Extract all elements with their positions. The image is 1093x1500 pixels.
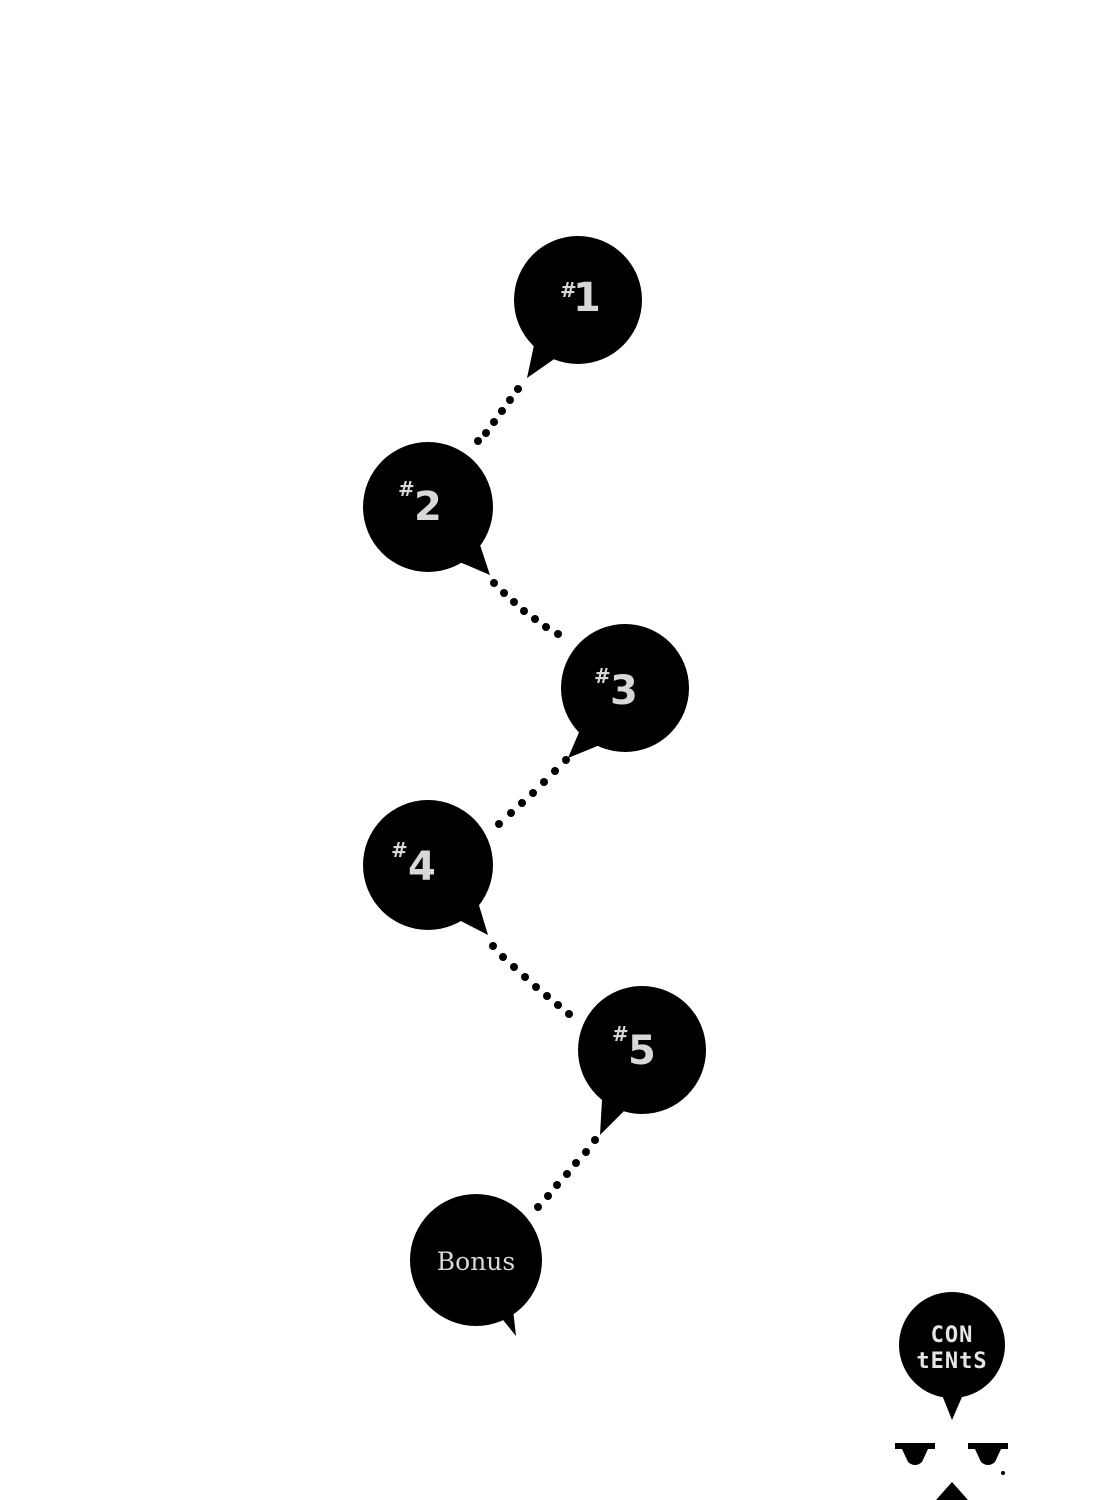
chapter-3-number: 3 [610, 668, 638, 714]
chapter-1-hash: # [560, 278, 577, 302]
contents-line2: tENtS [916, 1349, 987, 1374]
contents-line1: CON [931, 1323, 974, 1348]
chapter-5-number: 5 [628, 1028, 656, 1074]
chapter-bubble-2[interactable]: # 2 [363, 442, 493, 575]
chapter-2-number: 2 [414, 484, 442, 530]
chapter-bubble-4[interactable]: # 4 [363, 800, 493, 935]
connector-dots [474, 385, 599, 1211]
chapter-bubble-1[interactable]: # 1 [514, 236, 642, 378]
chapter-5-hash: # [612, 1022, 629, 1046]
bonus-bubble[interactable]: Bonus [410, 1194, 542, 1336]
chapter-4-hash: # [391, 838, 408, 862]
chapter-bubble-5[interactable]: # 5 [578, 986, 706, 1135]
chapter-2-hash: # [398, 477, 415, 501]
chapter-1-number: 1 [573, 275, 601, 321]
chapter-3-hash: # [594, 664, 611, 688]
bonus-label: Bonus [437, 1247, 515, 1276]
chapter-bubble-3[interactable]: # 3 [561, 624, 689, 758]
mascot-face-icon [895, 1443, 1008, 1500]
contents-badge: CON tENtS [899, 1292, 1005, 1420]
chapter-4-number: 4 [408, 844, 436, 890]
